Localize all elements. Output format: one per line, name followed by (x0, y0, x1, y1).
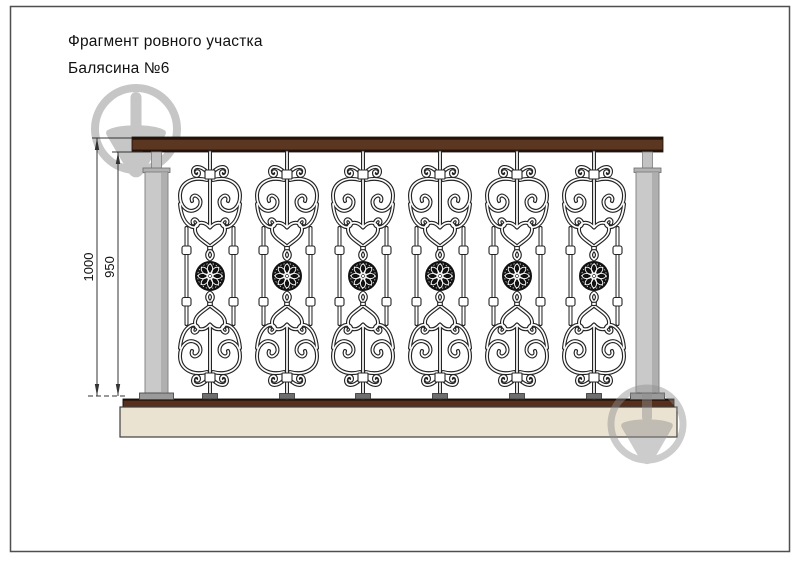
base (119, 398, 678, 438)
newel-post-right (630, 151, 665, 400)
baluster (487, 152, 547, 399)
baluster (257, 152, 317, 399)
balusters (180, 152, 624, 399)
baluster (333, 152, 393, 399)
trowel-badge-watermark-top-left (91, 84, 181, 178)
trowel-badge-watermark-bottom-right (607, 384, 687, 465)
trowel-handle-icon (642, 389, 652, 422)
page-border (9, 5, 791, 553)
handrail (131, 136, 664, 153)
plinth (119, 406, 678, 438)
arrow-icon (115, 384, 121, 396)
arrow-icon (94, 138, 100, 150)
baluster (180, 152, 240, 399)
arrow-icon (94, 384, 100, 396)
arrow-icon (115, 152, 121, 164)
dimension-label-950: 950 (102, 256, 117, 278)
drawing-title-line-1: Фрагмент ровного участка (68, 33, 263, 50)
railing-assembly (119, 136, 678, 438)
watermark-ring (607, 384, 687, 464)
dimension-annotations: 1000 950 (81, 137, 143, 397)
baluster (410, 152, 470, 399)
dimension-label-1000: 1000 (81, 253, 96, 282)
baluster (564, 152, 624, 399)
drawing-title-line-2: Балясина №6 (68, 60, 170, 77)
trowel-blade-icon (621, 419, 673, 465)
newel-post-left (139, 151, 174, 400)
trowel-handle-icon (130, 92, 142, 133)
